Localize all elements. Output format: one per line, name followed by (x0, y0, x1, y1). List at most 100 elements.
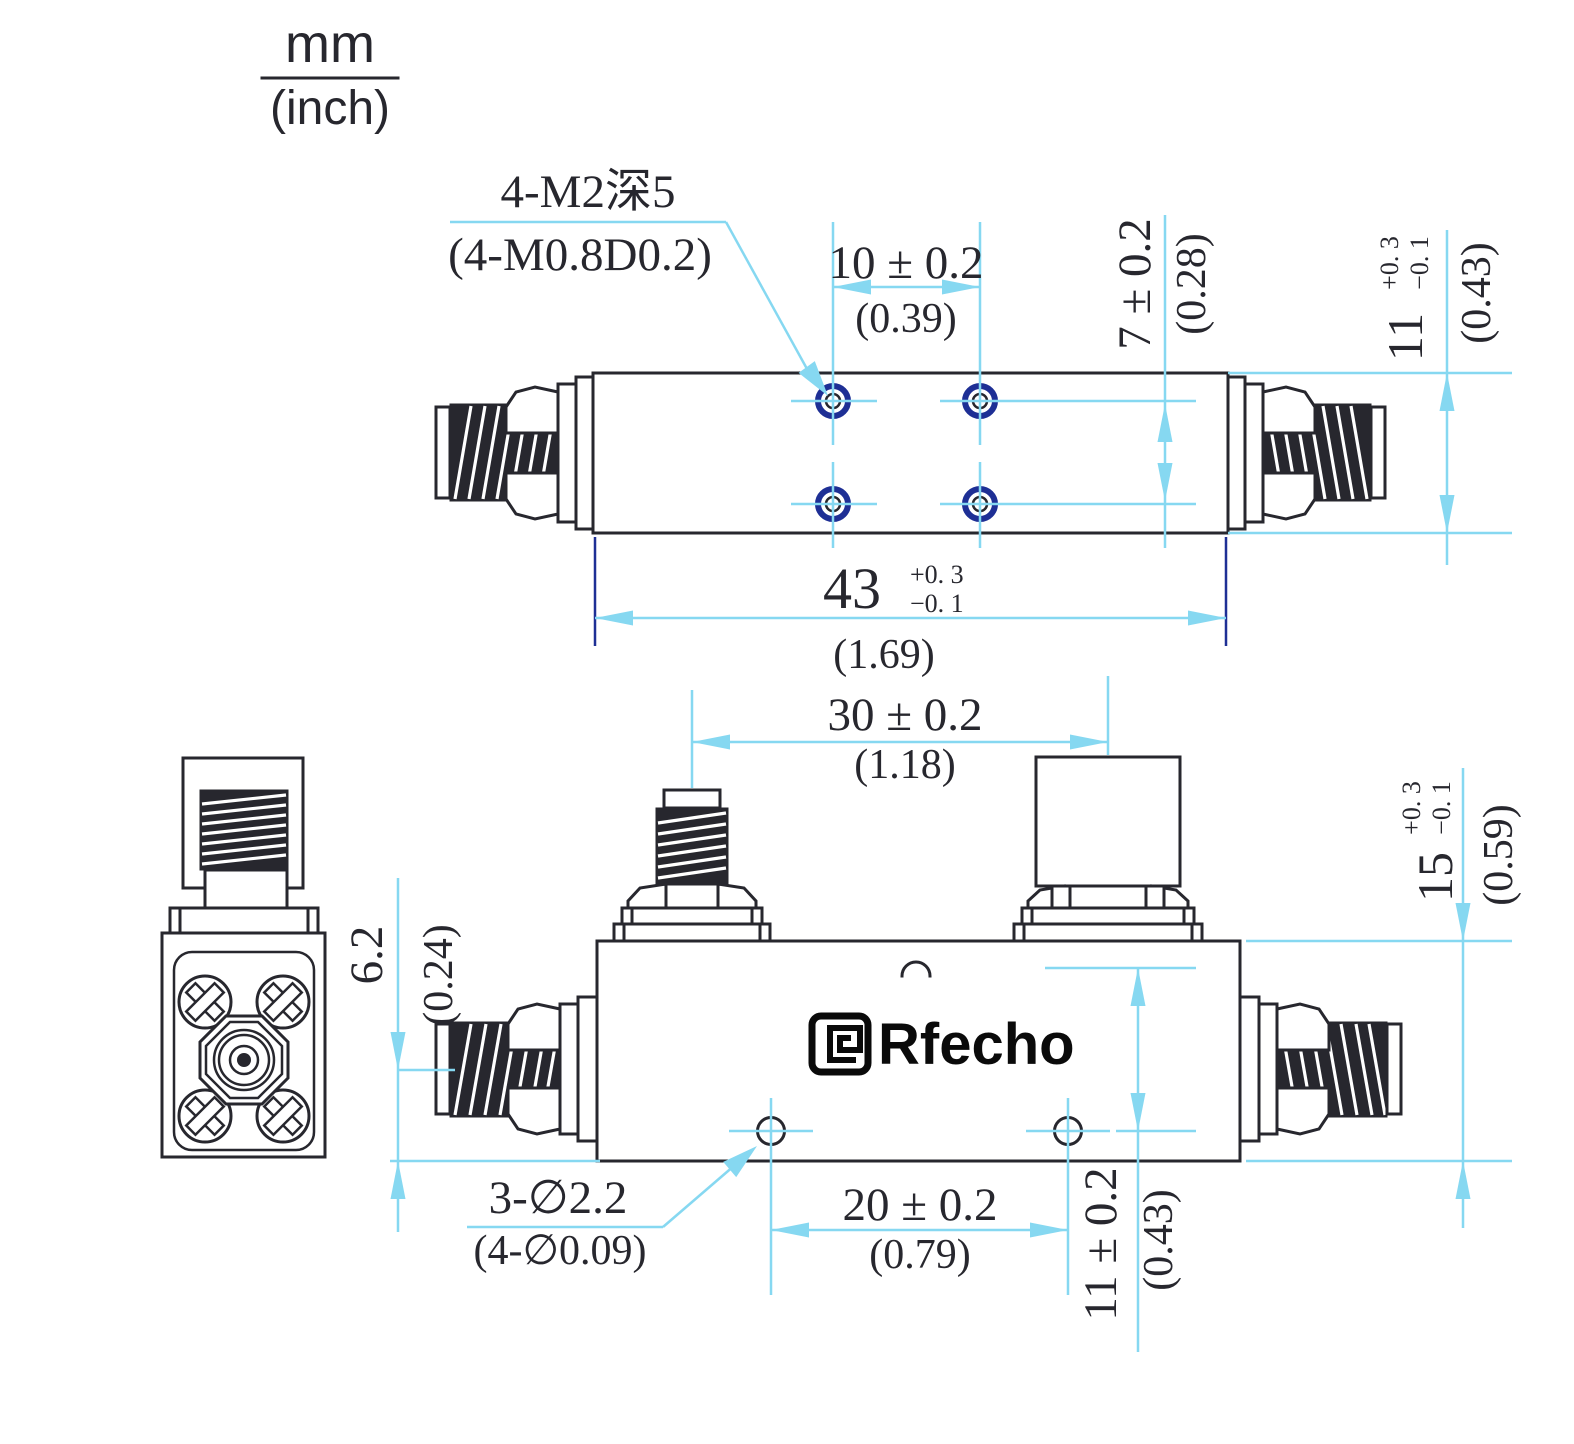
screw-top-right (255, 974, 311, 1030)
dim-tol-minus: −0. 1 (1405, 236, 1434, 290)
dim-text: 7 ± 0.2 (1109, 218, 1161, 350)
dim-body-height: 15 +0. 3 −0. 1 (0.59) (1246, 768, 1522, 1228)
protective-cap (1034, 755, 1182, 888)
end-view (160, 756, 327, 1159)
nut-wedge (1275, 1086, 1331, 1136)
nut-wedge (506, 1002, 562, 1052)
sma-connector-right-side (1238, 995, 1403, 1143)
nut-wedge (1275, 1002, 1331, 1052)
collar (556, 382, 578, 524)
dim-text-inch: (0.79) (869, 1232, 970, 1278)
dim-tol-minus: −0. 1 (910, 589, 964, 618)
units-mm-label: mm (285, 14, 375, 74)
dim-port-axis-offset: 6.2 (0.24) (341, 878, 600, 1232)
collar (1238, 995, 1261, 1143)
nut-wedge (626, 882, 668, 910)
dim-text-inch: (0.43) (1454, 242, 1500, 343)
dim-hole-col-spacing: 10 ± 0.2 (0.39) (828, 237, 983, 342)
dim-tol-plus: +0. 3 (1375, 236, 1404, 290)
callout-text-inch: (4-M0.8D0.2) (448, 229, 712, 281)
sma-connector-right-top (1226, 375, 1387, 531)
barrel (664, 882, 720, 910)
nut-wedge (716, 882, 758, 910)
units-legend: mm (inch) (260, 14, 400, 135)
screw-bottom-right (255, 1088, 311, 1144)
screw-bottom-left (177, 1088, 233, 1144)
top-view (434, 371, 1387, 535)
dim-text-inch: (0.43) (1136, 1189, 1182, 1290)
callouts: 4-M2深5 (4-M0.8D0.2) 3-∅2.2 (4-∅0.09) (448, 166, 828, 1274)
logo-spiral-icon (808, 1012, 872, 1076)
nut-wedge (1261, 471, 1317, 521)
connector-end-cap (434, 405, 452, 500)
dim-text-inch: (0.59) (1476, 804, 1522, 905)
callout-tapped-holes: 4-M2深5 (4-M0.8D0.2) (448, 166, 828, 396)
sma-connector-left-top (434, 375, 595, 531)
collar (558, 1002, 580, 1136)
neck (1050, 884, 1072, 910)
hole-centerlines (729, 222, 1196, 1295)
callout-text: 3-∅2.2 (489, 1172, 628, 1224)
screw-top-left (177, 974, 233, 1030)
connector-end-cap (1385, 1022, 1403, 1116)
collar (1226, 375, 1247, 531)
callout-through-holes: 3-∅2.2 (4-∅0.09) (467, 1146, 757, 1274)
dim-mount-hole-offset: 11 ± 0.2 (0.43) (1045, 966, 1196, 1352)
connector-top-cap (662, 788, 722, 810)
dim-tol-plus: +0. 3 (1397, 781, 1426, 835)
callout-text-inch: (4-∅0.09) (473, 1228, 646, 1274)
center-pin (237, 1053, 251, 1067)
neck (1144, 884, 1166, 910)
sma-face-connector (198, 1014, 290, 1106)
dim-text-inch: (1.18) (854, 742, 955, 788)
dim-text-inch: (0.28) (1169, 233, 1215, 334)
collar (1257, 1002, 1279, 1136)
nut-wedge (504, 471, 560, 521)
connector-end-cap (1369, 405, 1387, 500)
dim-tol-plus: +0. 3 (910, 560, 964, 589)
flange-step (620, 906, 764, 926)
flange-base (612, 922, 772, 943)
dim-body-length: 43 +0. 3 −0. 1 (1.69) (593, 537, 1228, 678)
barrel (203, 868, 289, 910)
sma-connector-left-side (434, 995, 599, 1143)
brand-logo: Rfecho (808, 1012, 1075, 1077)
flange-step (1020, 906, 1196, 926)
dim-text-inch: (0.39) (855, 296, 956, 342)
dim-tol-minus: −0. 1 (1427, 781, 1456, 835)
logo-spiral-icon-inner (827, 1025, 863, 1063)
flange (168, 906, 320, 935)
collar (1243, 382, 1265, 524)
dim-text: 20 ± 0.2 (842, 1179, 997, 1231)
dim-value: 11 (1377, 313, 1433, 361)
top-face-hole-notch (900, 960, 932, 978)
dim-hole-row-spacing: 7 ± 0.2 (0.28) (1109, 215, 1215, 548)
side-view-body (595, 939, 1242, 1163)
dim-text: 6.2 (341, 926, 393, 985)
side-view: Rfecho (434, 755, 1403, 1163)
dim-value: 43 (823, 556, 881, 621)
dim-mount-hole-spacing: 20 ± 0.2 (0.79) (771, 1179, 1068, 1278)
nut-wedge (506, 1086, 562, 1136)
coupled-port-cap (1012, 755, 1204, 943)
dim-value: 15 (1407, 852, 1463, 902)
dim-port-spacing: 30 ± 0.2 (1.18) (690, 676, 1110, 788)
flange-base (1012, 922, 1204, 943)
dim-text-inch: (0.24) (416, 924, 462, 1025)
dim-text: 30 ± 0.2 (827, 689, 982, 741)
dim-text-inch: (1.69) (833, 632, 934, 678)
dim-text: 10 ± 0.2 (828, 237, 983, 289)
logo-text: Rfecho (878, 1012, 1075, 1077)
dim-body-width: 11 +0. 3 −0. 1 (0.43) (1228, 230, 1512, 565)
dimensions: 10 ± 0.2 (0.39) 7 ± 0.2 (0.28) 11 +0. 3 … (341, 215, 1522, 1352)
callout-text: 4-M2深5 (501, 166, 676, 218)
top-view-body (591, 371, 1230, 535)
collar (576, 995, 599, 1143)
sma-port-vertical (612, 788, 772, 943)
dim-text: 11 ± 0.2 (1075, 1167, 1127, 1320)
nut-wedge (1261, 385, 1317, 435)
nut-wedge (504, 385, 560, 435)
collar (574, 375, 595, 531)
